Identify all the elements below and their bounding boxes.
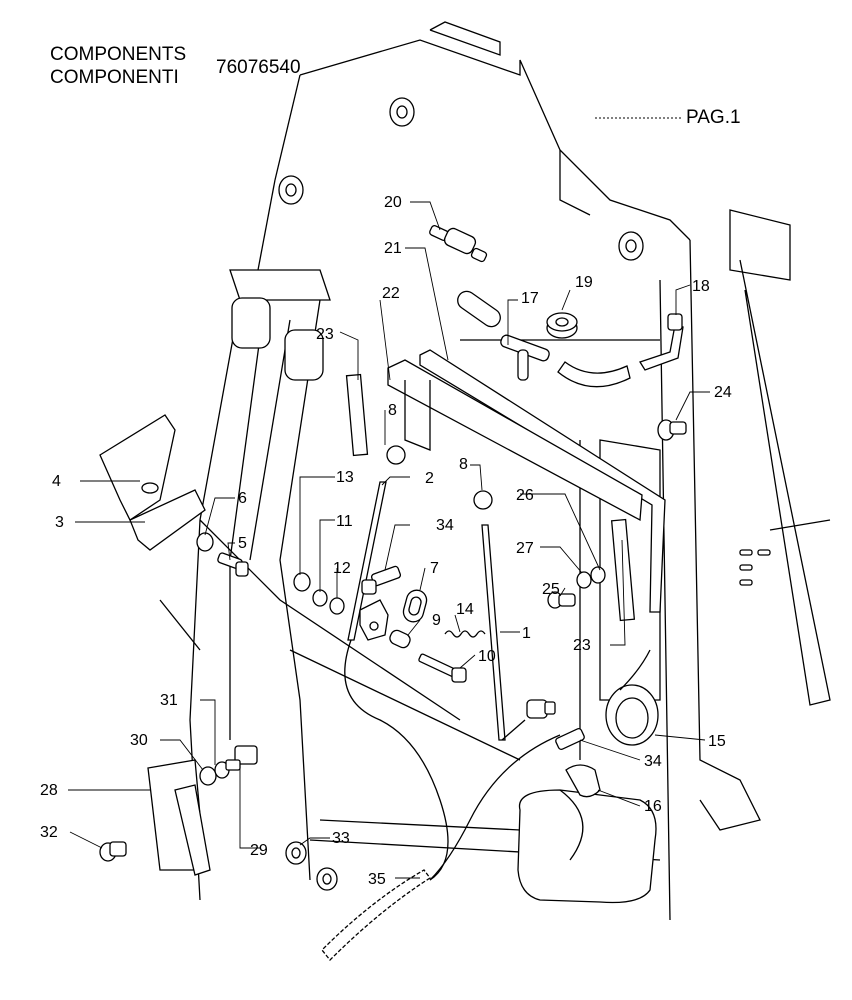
callout-12: 12	[333, 560, 351, 577]
part-15-cable-coil	[605, 649, 659, 746]
part-1-rod	[481, 524, 506, 741]
part-13-washer	[293, 572, 311, 592]
part-34-connector-upper	[361, 565, 402, 595]
part-30-washer	[199, 766, 217, 786]
part-19-grommet	[546, 312, 578, 339]
header-components: COMPONENTS	[50, 44, 186, 65]
part-10-screw	[418, 653, 467, 683]
pedal-left	[231, 297, 271, 349]
header-componenti: COMPONENTI	[50, 67, 179, 88]
part-7-grommet	[402, 589, 428, 623]
callout-26: 26	[516, 487, 534, 504]
callout-33: 33	[332, 830, 350, 847]
callout-8-upper: 8	[388, 402, 397, 419]
cable-clamp	[359, 599, 389, 641]
callout-8-lower: 8	[459, 456, 468, 473]
callout-20: 20	[384, 194, 402, 211]
callout-11: 11	[336, 513, 353, 530]
callout-17: 17	[521, 290, 539, 307]
callout-30: 30	[130, 732, 148, 749]
callout-29: 29	[250, 842, 268, 859]
cable-fitting-right	[526, 699, 556, 719]
part-26-nut	[590, 566, 606, 584]
callout-15: 15	[708, 733, 726, 750]
part-24-bolt	[657, 419, 687, 441]
part-6-washer	[196, 532, 214, 552]
callout-13: 13	[336, 469, 354, 486]
tube	[457, 290, 501, 328]
part-27-washer	[576, 571, 592, 589]
part-20-fitting	[429, 225, 488, 263]
callout-3: 3	[55, 514, 64, 531]
hose	[557, 361, 631, 388]
callout-23-lower: 23	[573, 637, 591, 654]
callout-18: 18	[692, 278, 710, 295]
part-23-strip-left	[345, 373, 369, 457]
pedal-right	[284, 329, 324, 381]
callout-32: 32	[40, 824, 58, 841]
part-28-bracket	[147, 759, 211, 876]
part-21-seal	[387, 349, 666, 613]
callout-22: 22	[382, 285, 400, 302]
part-29-bolt	[225, 745, 258, 771]
callout-14: 14	[456, 601, 474, 618]
callout-35: 35	[368, 871, 386, 888]
part-8-plug-upper	[386, 445, 406, 465]
callout-25: 25	[542, 581, 560, 598]
console-block	[517, 789, 657, 904]
part-4-bracket	[99, 414, 206, 551]
callout-21: 21	[384, 240, 402, 257]
part-17-tee	[500, 334, 550, 381]
part-12-nut	[329, 597, 345, 615]
part-35-cable-harness	[321, 639, 561, 961]
callout-7: 7	[430, 560, 439, 577]
part-25-bolt	[547, 591, 576, 609]
callout-16: 16	[644, 798, 662, 815]
part-34-connector-lower	[555, 727, 585, 751]
callout-4: 4	[52, 473, 61, 490]
callout-numbers: 20 21 22 23 17 19 18 24 8 8 26 27 4 3 6 …	[40, 194, 732, 888]
callout-9: 9	[432, 612, 441, 629]
part-32-plug	[99, 841, 127, 862]
callout-5: 5	[238, 535, 247, 552]
callout-34-lower: 34	[644, 753, 662, 770]
cab-frame	[159, 21, 831, 921]
callout-34-upper: 34	[436, 517, 454, 534]
callout-24: 24	[714, 384, 732, 401]
callout-6: 6	[238, 490, 247, 507]
part-9-spacer	[389, 629, 411, 649]
callout-10: 10	[478, 648, 496, 665]
part-5-bolt	[217, 552, 249, 577]
part-8-plug-lower	[473, 490, 493, 510]
callout-31: 31	[160, 692, 178, 709]
callout-2: 2	[425, 470, 434, 487]
part-2-rod	[347, 481, 387, 641]
part-number: 76076540	[216, 57, 301, 78]
callout-19: 19	[575, 274, 593, 291]
page-reference: PAG.1	[686, 107, 741, 128]
callout-1: 1	[522, 625, 531, 642]
part-18-elbow	[639, 313, 684, 371]
callout-23-upper: 23	[316, 326, 334, 343]
part-16-clip	[565, 764, 601, 798]
part-11-spring-washer	[312, 589, 328, 607]
callout-27: 27	[516, 540, 534, 557]
part-33-grommets	[285, 841, 338, 891]
callout-28: 28	[40, 782, 58, 799]
leader-lines	[68, 201, 710, 879]
part-14-spring	[444, 630, 486, 638]
